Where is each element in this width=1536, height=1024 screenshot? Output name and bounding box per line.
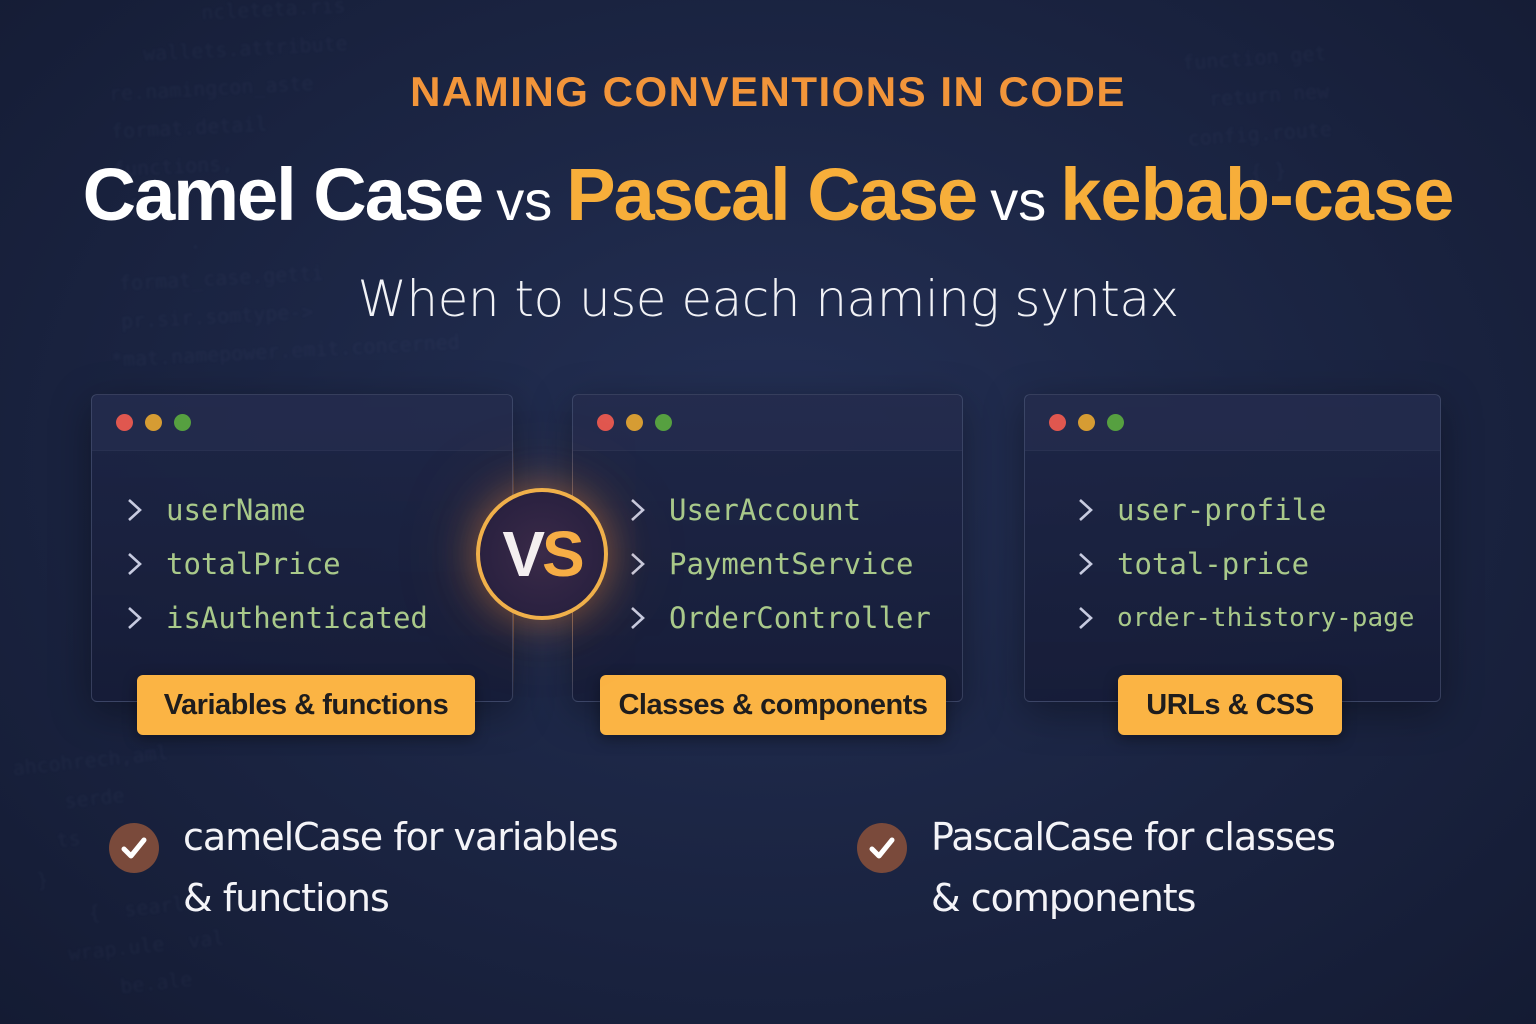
window-close-dot-icon xyxy=(116,414,133,431)
code-list: UserAccount PaymentService OrderControll… xyxy=(573,451,962,645)
checkmark-icon xyxy=(857,823,907,873)
tag-variables-functions: Variables & functions xyxy=(137,675,475,735)
camelcase-code-window: userName totalPrice isAuthenticated xyxy=(91,394,513,702)
check-text-line: & functions xyxy=(183,876,390,920)
title-camel-case: Camel Case xyxy=(82,153,485,236)
chevron-right-icon xyxy=(1077,551,1117,577)
pascalcase-code-window: UserAccount PaymentService OrderControll… xyxy=(572,394,963,702)
window-titlebar xyxy=(573,395,962,451)
check-text: PascalCase for classes & components xyxy=(931,807,1336,929)
check-text-line: & components xyxy=(931,876,1196,920)
code-line: isAuthenticated xyxy=(126,591,512,645)
code-line: user-profile xyxy=(1077,483,1440,537)
code-line: userName xyxy=(126,483,512,537)
tag-classes-components: Classes & components xyxy=(600,675,946,735)
title-kebab-case: kebab-case xyxy=(1060,153,1454,236)
kebabcase-code-window: user-profile total-price order-thistory-… xyxy=(1024,394,1441,702)
check-text-line: camelCase for variables xyxy=(183,815,619,859)
code-identifier: order-thistory-page xyxy=(1117,603,1415,633)
code-identifier: total-price xyxy=(1117,547,1310,581)
vs-badge-s: S xyxy=(542,518,585,590)
eyebrow-heading: NAMING CONVENTIONS IN CODE xyxy=(410,68,1126,115)
check-item-pascalcase: PascalCase for classes & components xyxy=(857,807,1336,929)
code-identifier: PaymentService xyxy=(669,547,914,581)
check-text: camelCase for variables & functions xyxy=(183,807,619,929)
code-line: OrderController xyxy=(629,591,962,645)
window-maximize-dot-icon xyxy=(174,414,191,431)
code-line: PaymentService xyxy=(629,537,962,591)
window-minimize-dot-icon xyxy=(145,414,162,431)
code-identifier: OrderController xyxy=(669,601,931,635)
code-line: total-price xyxy=(1077,537,1440,591)
chevron-right-icon xyxy=(1077,605,1117,631)
chevron-right-icon xyxy=(1077,497,1117,523)
window-minimize-dot-icon xyxy=(626,414,643,431)
checkmark-icon xyxy=(109,823,159,873)
window-maximize-dot-icon xyxy=(1107,414,1124,431)
code-list: userName totalPrice isAuthenticated xyxy=(92,451,512,645)
chevron-right-icon xyxy=(629,497,669,523)
code-identifier: userName xyxy=(166,493,306,527)
title-pascal-case: Pascal Case xyxy=(566,153,978,236)
chevron-right-icon xyxy=(629,551,669,577)
code-identifier: UserAccount xyxy=(669,493,862,527)
window-titlebar xyxy=(1025,395,1440,451)
code-identifier: user-profile xyxy=(1117,493,1327,527)
code-identifier: isAuthenticated xyxy=(166,601,428,635)
vs-badge-v: V xyxy=(502,518,545,590)
title-vs-2: vs xyxy=(990,169,1047,232)
code-line: UserAccount xyxy=(629,483,962,537)
window-minimize-dot-icon xyxy=(1078,414,1095,431)
window-titlebar xyxy=(92,395,512,451)
window-maximize-dot-icon xyxy=(655,414,672,431)
code-identifier: totalPrice xyxy=(166,547,341,581)
check-item-camelcase: camelCase for variables & functions xyxy=(109,807,619,929)
subtitle: When to use each naming syntax xyxy=(357,270,1179,328)
check-text-line: PascalCase for classes xyxy=(931,815,1336,859)
chevron-right-icon xyxy=(126,605,166,631)
tag-urls-css: URLs & CSS xyxy=(1118,675,1342,735)
window-close-dot-icon xyxy=(597,414,614,431)
title-vs-1: vs xyxy=(496,169,553,232)
code-line: order-thistory-page xyxy=(1077,591,1440,645)
chevron-right-icon xyxy=(126,497,166,523)
window-close-dot-icon xyxy=(1049,414,1066,431)
chevron-right-icon xyxy=(126,551,166,577)
code-list: user-profile total-price order-thistory-… xyxy=(1025,451,1440,645)
code-line: totalPrice xyxy=(126,537,512,591)
chevron-right-icon xyxy=(629,605,669,631)
